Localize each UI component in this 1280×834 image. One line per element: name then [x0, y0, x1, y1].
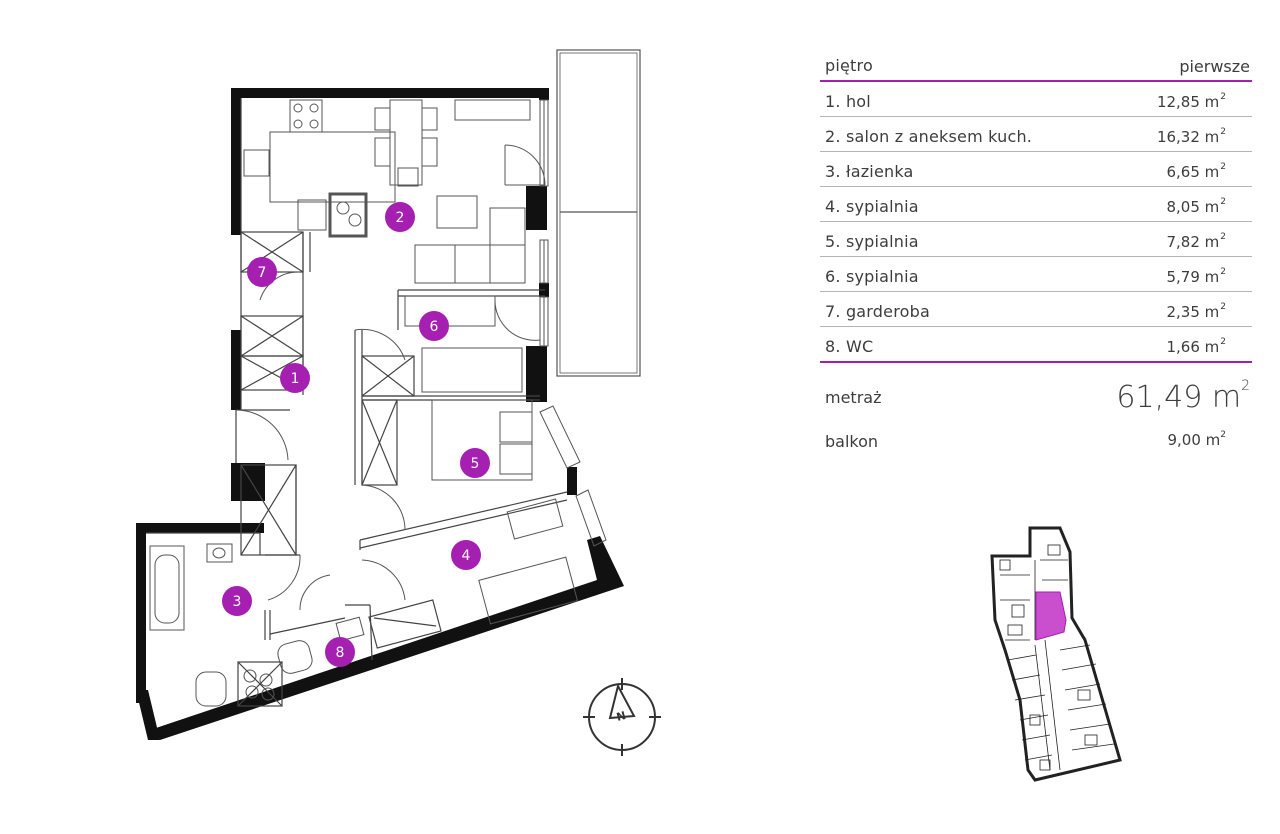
room-marker-8: 8	[325, 637, 355, 667]
room-row: 1. hol 12,85 m2	[820, 82, 1252, 117]
room-marker-7: 7	[247, 257, 277, 287]
svg-text:8: 8	[336, 645, 345, 661]
room-label: 8. WC	[825, 337, 874, 356]
exterior-walls	[136, 88, 624, 740]
room-marker-3: 3	[222, 586, 252, 616]
room-row: 4. sypialnia 8,05 m2	[820, 187, 1252, 222]
room-area: 5,79 m2	[1166, 267, 1226, 286]
room-area: 1,66 m2	[1166, 337, 1226, 356]
balcony-label: balkon	[825, 432, 879, 451]
room-label: 3. łazienka	[825, 162, 914, 181]
room-area: 12,85 m2	[1156, 92, 1226, 111]
room-label: 5. sypialnia	[825, 232, 919, 251]
total-area-label: metraż	[825, 388, 882, 407]
svg-text:1: 1	[291, 371, 300, 387]
room-marker-5: 5	[460, 448, 490, 478]
svg-text:6: 6	[430, 319, 439, 335]
total-area-value: 61,49 m2	[1116, 378, 1250, 415]
balcony-area: 9,00 m2	[1167, 430, 1226, 449]
room-row: 6. sypialnia 5,79 m2	[820, 257, 1252, 292]
floor-row: piętro pierwsze	[820, 46, 1252, 82]
room-area: 2,35 m2	[1166, 302, 1226, 321]
room-label: 2. salon z aneksem kuch.	[825, 127, 1033, 146]
room-marker-1: 1	[280, 363, 310, 393]
room-area: 8,05 m2	[1166, 197, 1226, 216]
svg-text:4: 4	[462, 548, 471, 564]
room-row: 8. WC 1,66 m2	[820, 327, 1252, 363]
floor-label: piętro	[825, 56, 873, 75]
svg-text:3: 3	[233, 594, 242, 610]
room-marker-4: 4	[451, 540, 481, 570]
apartment-specs-panel: piętro pierwsze 1. hol 12,85 m2 2. salon…	[820, 46, 1252, 457]
total-area-row: metraż 61,49 m2	[820, 363, 1252, 421]
door-swings	[235, 144, 546, 611]
svg-text:N: N	[615, 709, 627, 724]
room-row: 5. sypialnia 7,82 m2	[820, 222, 1252, 257]
furniture	[149, 99, 579, 707]
floor-value: pierwsze	[1179, 57, 1250, 76]
windows	[539, 99, 607, 547]
svg-text:2: 2	[396, 210, 405, 226]
room-label: 7. garderoba	[825, 302, 930, 321]
room-label: 1. hol	[825, 92, 871, 111]
svg-text:7: 7	[258, 265, 267, 281]
svg-text:5: 5	[471, 456, 480, 472]
room-row: 2. salon z aneksem kuch. 16,32 m2	[820, 117, 1252, 152]
room-row: 3. łazienka 6,65 m2	[820, 152, 1252, 187]
building-keyplan	[990, 526, 1122, 782]
room-label: 4. sypialnia	[825, 197, 919, 216]
balcony-outline	[556, 49, 641, 377]
balcony-row: balkon 9,00 m2	[820, 421, 1252, 457]
room-area: 7,82 m2	[1166, 232, 1226, 251]
room-area: 16,32 m2	[1156, 127, 1226, 146]
room-label: 6. sypialnia	[825, 267, 919, 286]
compass-icon: N	[583, 678, 661, 756]
room-area: 6,65 m2	[1166, 162, 1226, 181]
room-marker-6: 6	[419, 311, 449, 341]
room-marker-2: 2	[385, 202, 415, 232]
room-row: 7. garderoba 2,35 m2	[820, 292, 1252, 327]
interior-walls	[146, 98, 568, 707]
